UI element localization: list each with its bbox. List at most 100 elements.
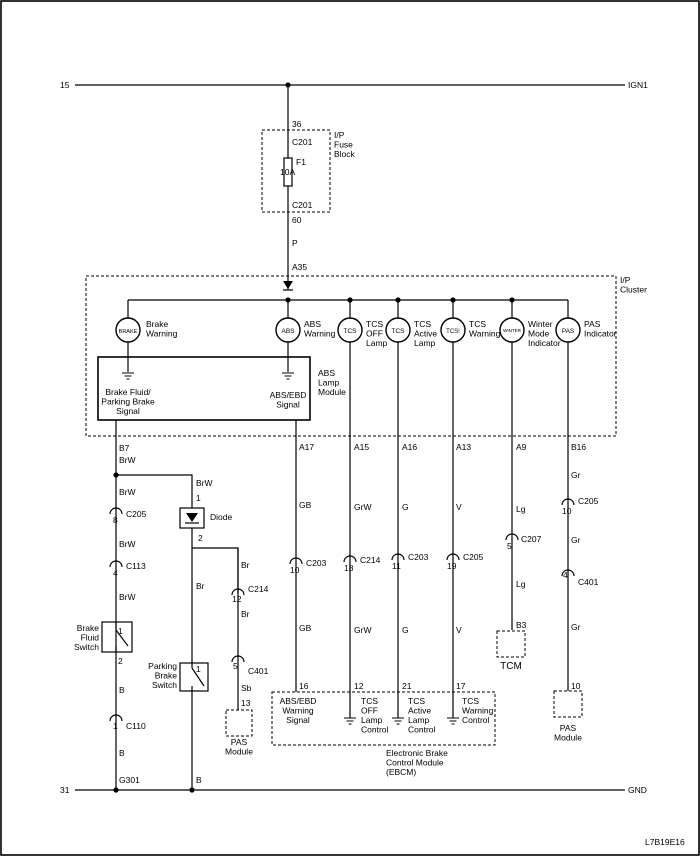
tcs-active-ebcm-pin: 21 [402,681,412,691]
diode-pin-in: 1 [196,493,201,503]
fuse-pin-top: 36 [292,119,302,129]
abs-conn-pin: 10 [290,565,300,575]
pas-color-3: Gr [571,622,581,632]
parking-color-ground: B [196,775,202,785]
doc-code: L7B19E16 [645,837,685,847]
pas-brake-conn-2-pin: 5 [233,661,238,671]
tcs-warn-conn-pin: 19 [447,561,457,571]
connector-c214 [343,555,357,563]
pas-brake-module-pin: 13 [241,698,251,708]
pas-conn-1: C205 [578,496,599,506]
ground-icon [122,372,134,380]
brake-switch-pin-bottom: 2 [118,656,123,666]
brake-fluid-switch-contact [115,629,129,647]
pas-module-left-box [225,709,253,737]
tcs-off-color-1: GrW [354,502,371,512]
pas-brake-color-1: Br [241,560,250,570]
ground-icon [344,717,356,725]
connector-c203 [391,553,405,561]
ground-icon [447,717,459,725]
tcs-off-ebcm-pin: 12 [354,681,364,691]
tcm-label: TCM [500,661,522,672]
tcs-warn-conn: C205 [463,552,484,562]
diode-color-in: BrW [196,478,213,488]
brake-conn-1-pin: 8 [113,515,118,525]
pas-brake-color-2: Br [241,609,250,619]
pas-brake-color-3: Sb [241,683,252,693]
winter-conn: C207 [521,534,542,544]
tcs-off-pin: A15 [354,442,369,452]
winter-color-2: Lg [516,579,526,589]
winter-color-1: Lg [516,504,526,514]
rail-31-label: 31 [60,785,70,795]
ebcm-box [271,691,496,746]
pas-conn-2: C401 [578,577,599,587]
connector-c205 [446,553,460,561]
brake-color-4: B [119,685,125,695]
tcm-box [496,630,526,658]
lamp-symbol: PAS [562,328,575,335]
abs-ebcm-pin: 16 [299,681,309,691]
ground-g301: G301 [119,775,140,785]
brake-conn-1: C205 [126,509,147,519]
brake-conn-3-pin: 1 [113,721,118,731]
ground-icon [282,372,294,380]
connector-c214 [231,588,245,596]
fuse-conn-top: C201 [292,137,313,147]
abs-pin: A17 [299,442,314,452]
brake-color-3: BrW [119,592,136,602]
abs-color-1: GB [299,500,312,510]
connector-c205 [561,498,575,506]
rail-15-label: 15 [60,80,70,90]
abs-color-2: GB [299,623,312,633]
tcs-off-conn-pin: 18 [344,563,354,573]
pas-conn-2-pin: 4 [563,570,568,580]
cluster-input-arrow [283,281,293,289]
tcs-warn-ebcm-pin: 17 [456,681,466,691]
ip-cluster-box [85,275,617,437]
brake-switch-pin-top: 1 [118,626,123,636]
tcs-active-color-2: G [402,625,409,635]
abs-lamp-module-box [97,356,311,421]
abs-conn: C203 [306,558,327,568]
pas-brake-conn-1: C214 [248,584,269,594]
winter-conn-pin: 5 [507,541,512,551]
connector-c110 [109,714,123,722]
winter-tcm-pin: B3 [516,620,527,630]
winter-pin: A9 [516,442,527,452]
lamp-symbol: ABS [281,328,295,335]
tcs-warn-color-1: V [456,502,462,512]
parking-brake-switch-contact [191,667,205,687]
connector-c207 [505,533,519,541]
tcs-active-pin: A16 [402,442,417,452]
splice-dot [189,787,195,793]
tcs-off-conn: C214 [360,555,381,565]
pas-brake-conn-1-pin: 12 [232,594,242,604]
fuse-name: F1 [296,157,306,167]
splice-dot [113,787,119,793]
pas-module-right-box [553,690,583,718]
